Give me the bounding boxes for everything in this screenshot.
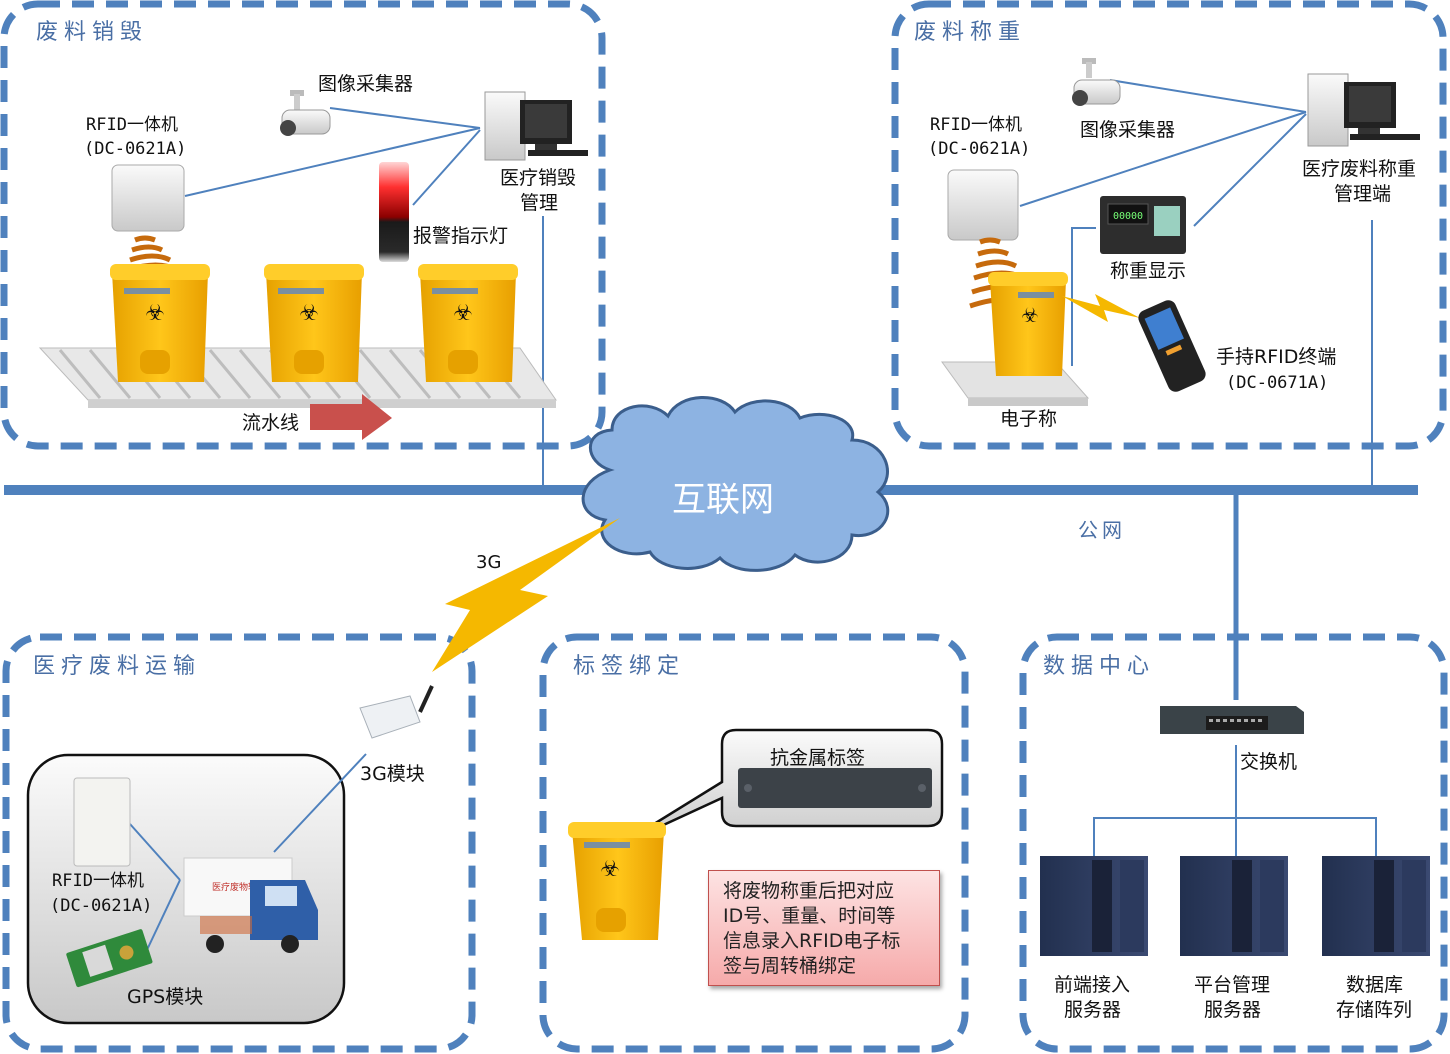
server-icon <box>1040 856 1148 956</box>
svg-text:☣: ☣ <box>145 301 165 326</box>
wireless-bolt-icon <box>1062 294 1140 322</box>
server-label-line2: 存储阵列 <box>1336 999 1413 1021</box>
panel-title-data-center: 数据中心 <box>1043 654 1156 679</box>
rfid-reader-icon <box>947 169 1019 241</box>
binding-note: 将废物称重后把对应 ID号、重量、时间等 信息录入RFID电子标 签与周转桶绑定 <box>708 870 940 986</box>
wireless-3g-bolt-icon <box>432 518 620 672</box>
alarm-light-label: 报警指示灯 <box>413 225 509 247</box>
server-icon <box>1322 856 1430 956</box>
rfid-reader-model: (DC-0621A) <box>928 139 1031 159</box>
server-label-line1: 数据库 <box>1346 974 1404 996</box>
handheld-terminal-label: 手持RFID终端 <box>1216 346 1337 368</box>
weight-display-icon: 00000 <box>1100 196 1186 254</box>
rfid-reader-label: RFID一体机 <box>52 871 144 891</box>
panel-title-tag-binding: 标签绑定 <box>573 654 686 679</box>
pc-label-line1: 医疗销毁 <box>500 167 577 189</box>
truck-icon: 医疗废物转运车 <box>183 857 318 953</box>
handheld-terminal-model: (DC-0671A) <box>1226 373 1329 393</box>
alarm-light-icon <box>379 162 409 262</box>
pc-label-line2: 管理端 <box>1334 183 1392 205</box>
panel-border-weighing <box>891 0 1447 450</box>
panel-title-transport: 医疗废料运输 <box>33 654 202 679</box>
transport-connections <box>129 753 367 953</box>
arrow-right-icon <box>310 394 392 440</box>
datacenter-connections <box>1093 745 1377 860</box>
rfid-reader-label: RFID一体机 <box>86 115 178 135</box>
switch-label: 交换机 <box>1240 751 1298 773</box>
anti-metal-tag-icon <box>738 768 932 808</box>
switch-icon <box>1160 706 1304 734</box>
server-label-line1: 平台管理 <box>1194 974 1271 996</box>
rfid-reader-model: (DC-0621A) <box>84 139 187 159</box>
computer-icon <box>484 91 588 161</box>
scale-label: 电子称 <box>1000 408 1058 430</box>
pc-label-line2: 管理 <box>520 192 559 214</box>
internet-cloud-icon <box>581 396 890 572</box>
rfid-reader-model: (DC-0621A) <box>50 896 153 916</box>
panel-border-destruction <box>0 0 606 450</box>
anti-metal-tag-label: 抗金属标签 <box>770 747 866 769</box>
pc-label-line1: 医疗废料称重 <box>1302 158 1417 180</box>
3g-module-icon <box>359 685 434 739</box>
weighing-connections <box>1019 79 1307 366</box>
server-label-line2: 服务器 <box>1204 999 1262 1021</box>
wireless-3g-label: 3G <box>476 552 502 573</box>
internet-label: 互联网 <box>672 480 774 520</box>
panel-border-transport <box>2 633 476 1053</box>
gps-module-label: GPS模块 <box>127 986 204 1008</box>
server-label-line2: 服务器 <box>1064 999 1122 1021</box>
gps-module-icon <box>66 929 153 988</box>
svg-text:☣: ☣ <box>453 301 473 326</box>
server-label-line1: 前端接入 <box>1054 974 1131 996</box>
rfid-reader-label: RFID一体机 <box>930 115 1022 135</box>
waste-bin-icon: ☣ <box>568 822 666 940</box>
computer-icon <box>1307 73 1420 147</box>
rfid-reader-icon <box>111 164 185 232</box>
waste-bin-icon: ☣ <box>264 264 364 382</box>
waste-bin-icon: ☣ <box>988 272 1068 376</box>
svg-text:☣: ☣ <box>600 857 620 882</box>
3g-module-label: 3G模块 <box>360 763 425 785</box>
conveyor-label: 流水线 <box>242 412 300 434</box>
panel-title-weighing: 废料称重 <box>914 20 1027 45</box>
camera-label: 图像采集器 <box>1080 119 1176 141</box>
camera-icon <box>280 90 331 136</box>
weight-display-label: 称重显示 <box>1110 260 1187 282</box>
public-network-label: 公网 <box>1078 518 1126 542</box>
svg-text:☣: ☣ <box>299 301 319 326</box>
server-icon <box>1180 856 1288 956</box>
handheld-terminal-icon <box>1138 300 1206 392</box>
waste-bin-icon: ☣ <box>110 264 210 382</box>
camera-icon <box>1072 58 1121 106</box>
destruction-connections <box>184 107 481 206</box>
waste-bin-icon: ☣ <box>418 264 518 382</box>
panel-title-destruction: 废料销毁 <box>36 20 149 45</box>
camera-label: 图像采集器 <box>318 73 414 95</box>
svg-text:☣: ☣ <box>1021 303 1039 327</box>
svg-text:00000: 00000 <box>1113 211 1143 222</box>
rfid-reader-icon <box>73 777 131 867</box>
panel-border-tag-binding <box>539 633 969 1053</box>
